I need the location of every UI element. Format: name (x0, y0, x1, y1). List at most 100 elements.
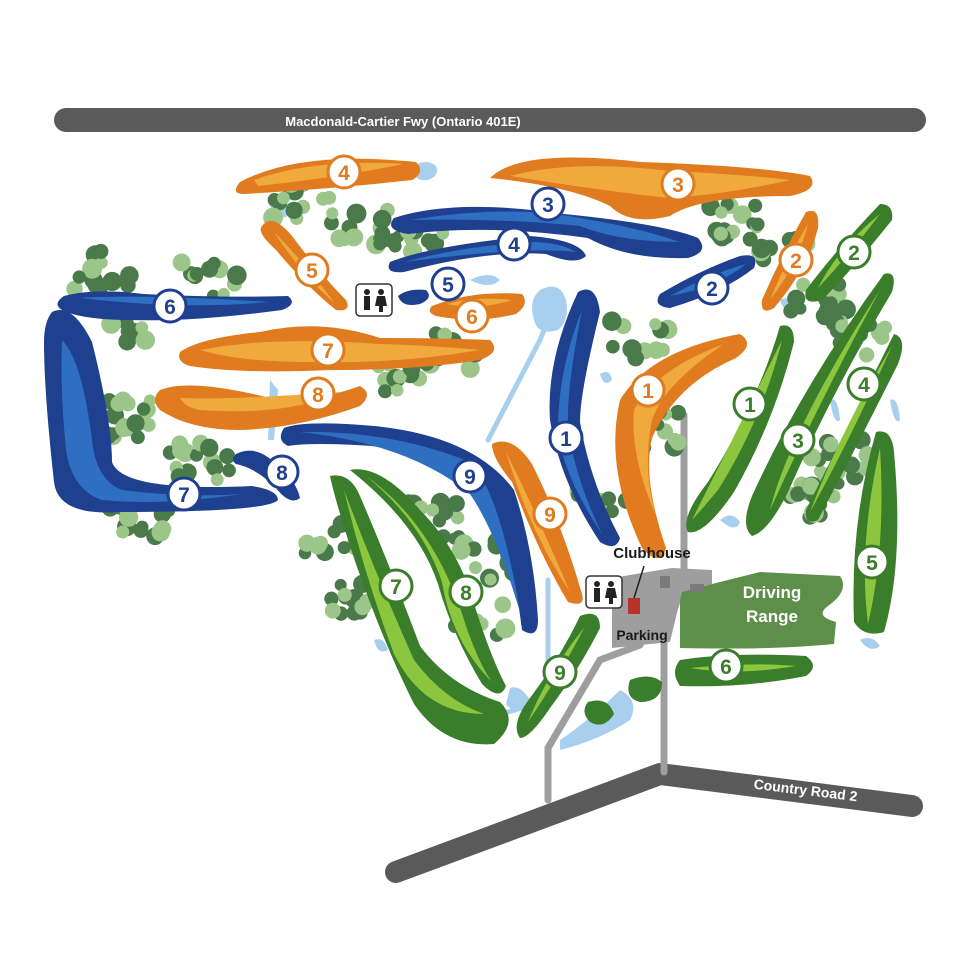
tree (330, 229, 349, 248)
green-hole-1-number: 1 (744, 394, 756, 417)
tree (87, 276, 106, 295)
green-hole-9-marker[interactable]: 9 (542, 654, 578, 690)
orange-hole-6-marker[interactable]: 6 (454, 298, 490, 334)
orange-hole-5-number: 5 (306, 260, 318, 283)
tree (324, 215, 339, 231)
tree (713, 226, 728, 241)
tree (189, 448, 204, 462)
restroom-icon (355, 283, 393, 317)
orange-hole-3-number: 3 (672, 174, 684, 197)
tree (133, 523, 149, 538)
blue-hole-7-marker[interactable]: 7 (166, 476, 202, 512)
tree (796, 277, 811, 292)
tree (337, 541, 351, 555)
tree (649, 318, 662, 331)
orange-hole-9-marker[interactable]: 9 (532, 496, 568, 532)
tree (874, 329, 890, 345)
tree (201, 260, 219, 278)
tree (802, 477, 820, 495)
tree (420, 233, 436, 249)
green-hole-5-marker[interactable]: 5 (854, 544, 890, 580)
green-hole-7-fairway (330, 475, 509, 745)
green-hole-3-marker[interactable]: 3 (780, 422, 816, 458)
tree (171, 435, 189, 453)
tree (605, 339, 620, 354)
tree (495, 618, 516, 639)
tree (344, 228, 363, 247)
tree (670, 434, 687, 451)
tree (378, 384, 393, 399)
orange-hole-8-marker[interactable]: 8 (300, 376, 336, 412)
tree (116, 525, 130, 539)
tree (372, 209, 392, 229)
green-hole-2-number: 2 (848, 242, 860, 265)
blue-hole-8-marker[interactable]: 8 (264, 454, 300, 490)
blue-hole-3-marker[interactable]: 3 (530, 186, 566, 222)
tree (346, 203, 367, 224)
green-hole-7-marker[interactable]: 7 (378, 568, 414, 604)
tree (119, 507, 139, 527)
tree (277, 191, 290, 205)
green-hole-8-marker[interactable]: 8 (448, 574, 484, 610)
tree (131, 430, 145, 445)
tree (750, 217, 765, 232)
tree (715, 206, 728, 219)
tree (794, 302, 807, 315)
orange-hole-7-marker[interactable]: 7 (310, 332, 346, 368)
tree (126, 414, 145, 433)
tree (469, 561, 482, 575)
green-hole-8-number: 8 (460, 582, 472, 605)
blue-hole-9-marker[interactable]: 9 (452, 458, 488, 494)
blue-hole-5-fairway (398, 289, 429, 305)
tree (447, 495, 465, 513)
tree (627, 349, 644, 367)
tree (285, 201, 303, 219)
blue-hole-4-marker[interactable]: 4 (496, 226, 532, 262)
hole-markers: 1 2 3 4 5 6 7 8 9 1 2 3 4 5 6 7 8 9 1 2 … (152, 154, 890, 690)
driving-range[interactable]: Driving Range (680, 572, 844, 649)
tree (437, 327, 453, 343)
green-course (330, 204, 903, 745)
tree (324, 591, 339, 606)
tree (326, 207, 339, 220)
blue-hole-3-number: 3 (542, 194, 554, 217)
blue-hole-7-fairway (44, 310, 278, 513)
orange-hole-5-marker[interactable]: 5 (294, 252, 330, 288)
green-hole-1-marker[interactable]: 1 (732, 386, 768, 422)
orange-hole-4-marker[interactable]: 4 (326, 154, 362, 190)
driving-range-label-line2: Range (746, 607, 798, 626)
tree (206, 459, 224, 476)
green-hole-4-marker[interactable]: 4 (846, 366, 882, 402)
orange-hole-1-marker[interactable]: 1 (630, 372, 666, 408)
orange-hole-2-marker[interactable]: 2 (778, 242, 814, 278)
clubhouse-icon[interactable] (628, 598, 640, 614)
blue-hole-5-number: 5 (442, 274, 454, 297)
tree (655, 342, 670, 357)
orange-hole-9-number: 9 (544, 504, 556, 527)
blue-hole-1-marker[interactable]: 1 (548, 420, 584, 456)
blue-hole-5-marker[interactable]: 5 (430, 266, 466, 302)
green-hole-2-marker[interactable]: 2 (836, 234, 872, 270)
blue-hole-2-marker[interactable]: 2 (694, 270, 730, 306)
tree (460, 358, 480, 378)
orange-hole-7-number: 7 (322, 340, 334, 363)
tree (189, 266, 204, 281)
tree (172, 253, 191, 272)
tree (151, 523, 170, 542)
tree (219, 448, 236, 465)
tree (120, 266, 139, 285)
orange-hole-6-number: 6 (466, 306, 478, 329)
clubhouse-label: Clubhouse (613, 545, 691, 562)
tree (373, 237, 387, 251)
driving-range-label-line1: Driving (743, 583, 802, 602)
tree (324, 602, 341, 619)
tree (135, 321, 149, 334)
orange-hole-3-marker[interactable]: 3 (660, 166, 696, 202)
tree (748, 198, 763, 213)
water-features (268, 162, 900, 750)
green-hole-6-marker[interactable]: 6 (708, 648, 744, 684)
tree (823, 436, 839, 453)
blue-hole-6-marker[interactable]: 6 (152, 288, 188, 324)
highway: Macdonald-Cartier Fwy (Ontario 401E) (54, 108, 926, 132)
